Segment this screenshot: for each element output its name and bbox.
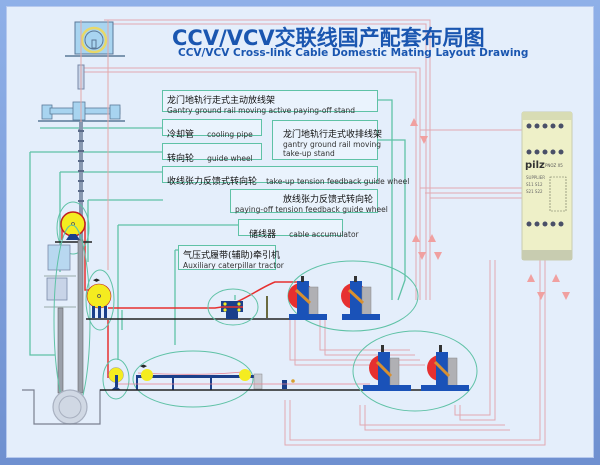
label-cn: 龙门地轨行走式收排线架 bbox=[283, 130, 383, 140]
payoff-stands bbox=[287, 260, 419, 332]
controller-model: PNOZ X5 bbox=[545, 163, 563, 168]
controller-line-1: SUPPLIER bbox=[526, 175, 546, 180]
label-en-2: take-up stand bbox=[283, 149, 335, 158]
label-cn: 收线张力反馈式转向轮 bbox=[167, 177, 258, 187]
label-cable-accumulator: 储线器 cable accumulator bbox=[238, 219, 359, 240]
label-guide-wheel: 转向轮 guide wheel bbox=[162, 143, 262, 164]
label-cn: 转向轮 bbox=[167, 154, 195, 164]
arrow-up-icon bbox=[527, 274, 535, 282]
takeup-reel-2 bbox=[421, 345, 469, 391]
label-cn: 储线器 bbox=[249, 230, 277, 240]
top-capstan bbox=[65, 21, 125, 90]
arrow-down-icon bbox=[434, 252, 442, 260]
label-en: Gantry ground rail moving active paying-… bbox=[167, 106, 355, 115]
payoff-reel-1 bbox=[288, 276, 327, 320]
label-en: take-up tension feedback guide wheel bbox=[266, 177, 410, 186]
vertical-tube bbox=[22, 224, 106, 425]
controller-brand: pilz bbox=[525, 160, 545, 171]
svg-text:◂▸: ◂▸ bbox=[140, 362, 148, 370]
takeup-tension-wheel-device bbox=[102, 358, 130, 400]
svg-text:◂▸: ◂▸ bbox=[93, 276, 101, 284]
safety-controller bbox=[521, 111, 573, 261]
signal-arrows bbox=[410, 118, 570, 300]
arrow-down-icon bbox=[562, 292, 570, 300]
label-payoff-stand: 龙门地轨行走式主动放线架 Gantry ground rail moving a… bbox=[162, 90, 378, 115]
chain-dots bbox=[78, 130, 84, 202]
label-en: gantry ground rail moving bbox=[283, 140, 382, 149]
arrow-up-icon bbox=[412, 234, 420, 242]
small-sensor bbox=[262, 379, 370, 389]
payoff-tension-wheel-device: ◂▸ bbox=[85, 269, 300, 331]
guide-wheel-top bbox=[55, 201, 92, 255]
label-en: cable accumulator bbox=[289, 230, 359, 239]
label-en: guide wheel bbox=[207, 154, 253, 163]
label-cn: 龙门地轨行走式主动放线架 bbox=[167, 96, 276, 106]
arrow-up-icon bbox=[410, 118, 418, 126]
label-cn: 冷却管 bbox=[167, 130, 195, 140]
signal-lines bbox=[82, 19, 546, 446]
cable-accumulator-device: ◂▸ bbox=[118, 350, 263, 408]
label-caterpillar-tractor: 气压式履带(辅助)牵引机 Auxiliary caterpillar tract… bbox=[178, 245, 284, 270]
label-en: Auxiliary caterpillar tractor bbox=[183, 261, 284, 270]
controller-line-2: S11 S12 bbox=[526, 182, 543, 187]
label-takeup-stand: 龙门地轨行走式收排线架 gantry ground rail moving ta… bbox=[272, 120, 383, 160]
page-title: CCV/VCV交联线国产配套布局图 bbox=[172, 26, 485, 50]
page-subtitle: CCV/VCV Cross-link Cable Domestic Mating… bbox=[178, 47, 529, 59]
takeup-stands bbox=[352, 330, 478, 412]
payoff-reel-2 bbox=[341, 276, 380, 320]
arrow-down-icon bbox=[420, 136, 428, 144]
arrow-down-icon bbox=[418, 252, 426, 260]
takeup-reel-1 bbox=[363, 345, 411, 391]
arrow-up-icon bbox=[428, 234, 436, 242]
vertical-tractor bbox=[44, 244, 76, 308]
label-cooling-pipe: 冷却管 cooling pipe bbox=[162, 119, 262, 140]
arrow-down-icon bbox=[537, 292, 545, 300]
arrow-up-icon bbox=[552, 274, 560, 282]
label-takeup-tension-wheel: 收线张力反馈式转向轮 take-up tension feedback guid… bbox=[162, 166, 409, 187]
label-cn: 气压式履带(辅助)牵引机 bbox=[183, 251, 281, 261]
label-en: paying-off tension feedback guide wheel bbox=[235, 205, 388, 214]
controller-line-3: S21 S22 bbox=[526, 189, 543, 194]
label-cn: 放线张力反馈式转向轮 bbox=[282, 195, 373, 205]
label-payoff-tension-wheel: 放线张力反馈式转向轮 paying-off tension feedback g… bbox=[230, 189, 388, 214]
label-en: cooling pipe bbox=[207, 130, 253, 139]
aux-caterpillar-device bbox=[207, 288, 268, 326]
